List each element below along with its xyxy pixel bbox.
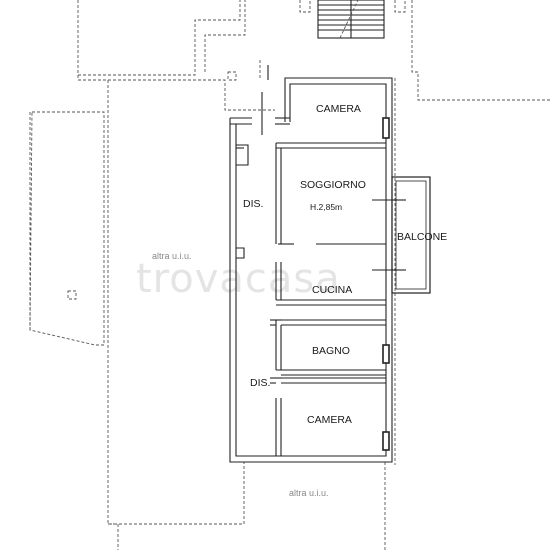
room-label-camera-top: CAMERA <box>316 103 361 115</box>
room-label-camera-bottom: CAMERA <box>307 414 352 426</box>
ceiling-height-note: H.2,85m <box>310 202 342 212</box>
balcony <box>391 176 431 294</box>
room-label-soggiorno: SOGGIORNO <box>300 179 366 191</box>
room-label-dis-top: DIS. <box>243 198 263 210</box>
watermark-text: trovacasa <box>136 256 341 302</box>
neighbor-label-bottom: altra u.i.u. <box>289 488 329 498</box>
building-perimeter <box>29 0 550 550</box>
interior-walls <box>236 117 392 456</box>
room-label-balcone: BALCONE <box>397 231 447 243</box>
room-label-dis-bottom: DIS. <box>250 377 270 389</box>
neighbor-label-left: altra u.i.u. <box>152 251 192 261</box>
room-label-cucina: CUCINA <box>312 284 352 296</box>
staircase <box>317 0 385 39</box>
room-label-bagno: BAGNO <box>312 345 350 357</box>
